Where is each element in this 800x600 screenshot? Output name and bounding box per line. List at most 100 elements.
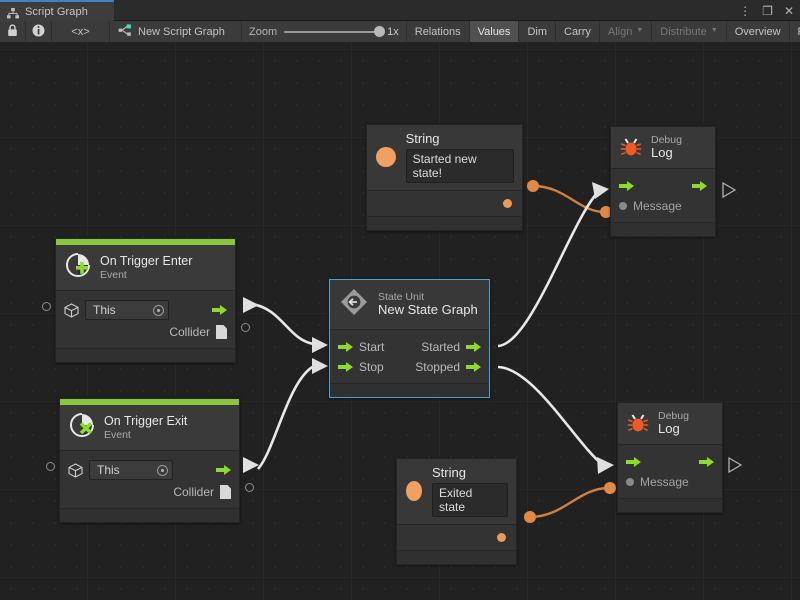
- port-circle-exit-collider-out[interactable]: [245, 483, 254, 492]
- edge-arrow: [592, 182, 609, 199]
- node-header: Debug Log: [618, 403, 722, 445]
- node-string-top[interactable]: String Started new state!: [366, 124, 523, 231]
- collider-row: Collider: [60, 482, 239, 502]
- graph-edges: [243, 180, 616, 523]
- port-triangle-log-bottom-out[interactable]: [728, 457, 742, 473]
- port-string-top-output[interactable]: [503, 199, 512, 208]
- port-circle-enter-collider-out[interactable]: [241, 323, 250, 332]
- overflow-menu-icon[interactable]: ⋮: [739, 3, 752, 18]
- zoom-slider[interactable]: [284, 25, 386, 37]
- node-footer: [330, 383, 489, 397]
- node-footer: [60, 508, 239, 522]
- collider-value-icon[interactable]: [220, 485, 231, 499]
- code-view-button[interactable]: <x>: [52, 21, 110, 42]
- port-log-bottom-message-in[interactable]: [626, 478, 634, 486]
- edge-arrow: [243, 457, 259, 473]
- info-button[interactable]: [26, 21, 52, 42]
- toolbar-button-values[interactable]: Values: [469, 21, 520, 42]
- titlebar: Script Graph ⋮ ❐ ✕: [0, 0, 800, 21]
- edge-arrow: [243, 297, 259, 313]
- edge-arrow: [312, 337, 328, 353]
- object-picker-icon[interactable]: [157, 464, 168, 476]
- maximize-icon[interactable]: ❐: [762, 3, 773, 18]
- node-header: String Started new state!: [367, 125, 522, 191]
- edge-arrow: [597, 457, 614, 474]
- zoom-control[interactable]: Zoom 1x: [242, 21, 407, 42]
- bug-icon: [620, 138, 642, 157]
- port-string-bottom-output[interactable]: [497, 533, 506, 542]
- object-picker-icon[interactable]: [153, 304, 164, 316]
- node-body: [367, 191, 522, 216]
- zoom-value: 1x: [387, 25, 399, 38]
- graph-canvas[interactable]: String Started new state!: [0, 44, 800, 600]
- port-exit-flow-out[interactable]: [216, 465, 231, 475]
- node-debug-log-top[interactable]: Debug Log Message: [610, 126, 716, 237]
- toolbar-button-dim[interactable]: Dim: [519, 21, 556, 42]
- port-state-stop-in[interactable]: [338, 362, 353, 372]
- graph-name-field[interactable]: New Script Graph: [110, 21, 242, 42]
- string-value-input[interactable]: Exited state: [432, 483, 508, 517]
- port-log-bottom-flow-in[interactable]: [626, 457, 641, 467]
- target-object-value: This: [93, 303, 116, 317]
- port-log-top-flow-out[interactable]: [692, 181, 707, 191]
- chevron-down-icon: ▼: [636, 27, 644, 34]
- node-debug-log-bottom[interactable]: Debug Log Message: [617, 402, 723, 513]
- node-state-unit[interactable]: State Unit New State Graph Start Started: [329, 279, 490, 398]
- info-icon: [32, 24, 45, 40]
- close-icon[interactable]: ✕: [783, 3, 794, 18]
- toolbar-button-fullscreen[interactable]: Full Scr: [789, 21, 800, 42]
- tab-script-graph[interactable]: Script Graph: [0, 0, 114, 21]
- port-log-top-flow-in[interactable]: [619, 181, 634, 191]
- toolbar-button-overview[interactable]: Overview: [726, 21, 790, 42]
- event-enter-icon: [65, 252, 91, 283]
- target-object-field[interactable]: This: [89, 460, 173, 480]
- code-icon: <x>: [71, 25, 90, 38]
- port-state-stopped-out[interactable]: [466, 362, 481, 372]
- node-body: Message: [611, 169, 715, 222]
- port-state-start-in[interactable]: [338, 342, 353, 352]
- node-string-bottom[interactable]: String Exited state: [396, 458, 517, 565]
- node-header: On Trigger Exit Event: [60, 405, 239, 451]
- port-log-bottom-flow-out[interactable]: [699, 457, 714, 467]
- tab-label: Script Graph: [25, 5, 88, 18]
- message-row: Message: [611, 196, 715, 216]
- port-circle-enter-input[interactable]: [42, 302, 51, 311]
- toolbar-button-distribute[interactable]: Distribute▼: [652, 21, 727, 42]
- node-footer: [611, 222, 715, 236]
- state-unit-icon: [339, 287, 369, 322]
- port-state-started-out[interactable]: [466, 342, 481, 352]
- node-title: Log: [658, 421, 680, 437]
- node-body: Start Started Stop Stopped: [330, 330, 489, 383]
- node-title: On Trigger Exit: [104, 414, 188, 429]
- node-title: Log: [651, 145, 673, 161]
- node-body: This Collider: [60, 451, 239, 508]
- toolbar-button-relations[interactable]: Relations: [406, 21, 470, 42]
- edge-exit-to-state-stop: [256, 364, 315, 470]
- zoom-slider-handle[interactable]: [374, 25, 386, 37]
- collider-value-icon[interactable]: [216, 325, 227, 339]
- graph-toolbar: <x> New Script Graph Zoom 1x Relations V…: [0, 21, 800, 43]
- bug-icon: [627, 414, 649, 433]
- edge-string-bottom-to-log-bottom: [529, 486, 610, 519]
- graph-icon: [7, 6, 19, 19]
- node-on-trigger-enter[interactable]: On Trigger Enter Event This: [55, 238, 236, 363]
- toolbar-button-align[interactable]: Align▼: [599, 21, 653, 42]
- lock-button[interactable]: [0, 21, 26, 42]
- node-on-trigger-exit[interactable]: On Trigger Exit Event This: [59, 398, 240, 523]
- target-row: This: [56, 298, 235, 322]
- port-enter-flow-out[interactable]: [212, 305, 227, 315]
- target-object-field[interactable]: This: [85, 300, 169, 320]
- string-value-input[interactable]: Started new state!: [405, 149, 514, 183]
- gameobject-icon: [64, 302, 79, 318]
- edge-state-stopped-to-log-bottom: [497, 365, 604, 467]
- port-label-collider: Collider: [173, 485, 214, 499]
- port-label-collider: Collider: [169, 325, 210, 339]
- toolbar-button-carry[interactable]: Carry: [556, 21, 600, 42]
- port-label-message: Message: [633, 199, 682, 213]
- port-triangle-log-top-out[interactable]: [722, 182, 736, 198]
- port-log-top-message-in[interactable]: [619, 202, 627, 210]
- port-circle-exit-input[interactable]: [46, 462, 55, 471]
- string-value-icon: [376, 147, 396, 167]
- node-subtitle: Event: [100, 268, 127, 281]
